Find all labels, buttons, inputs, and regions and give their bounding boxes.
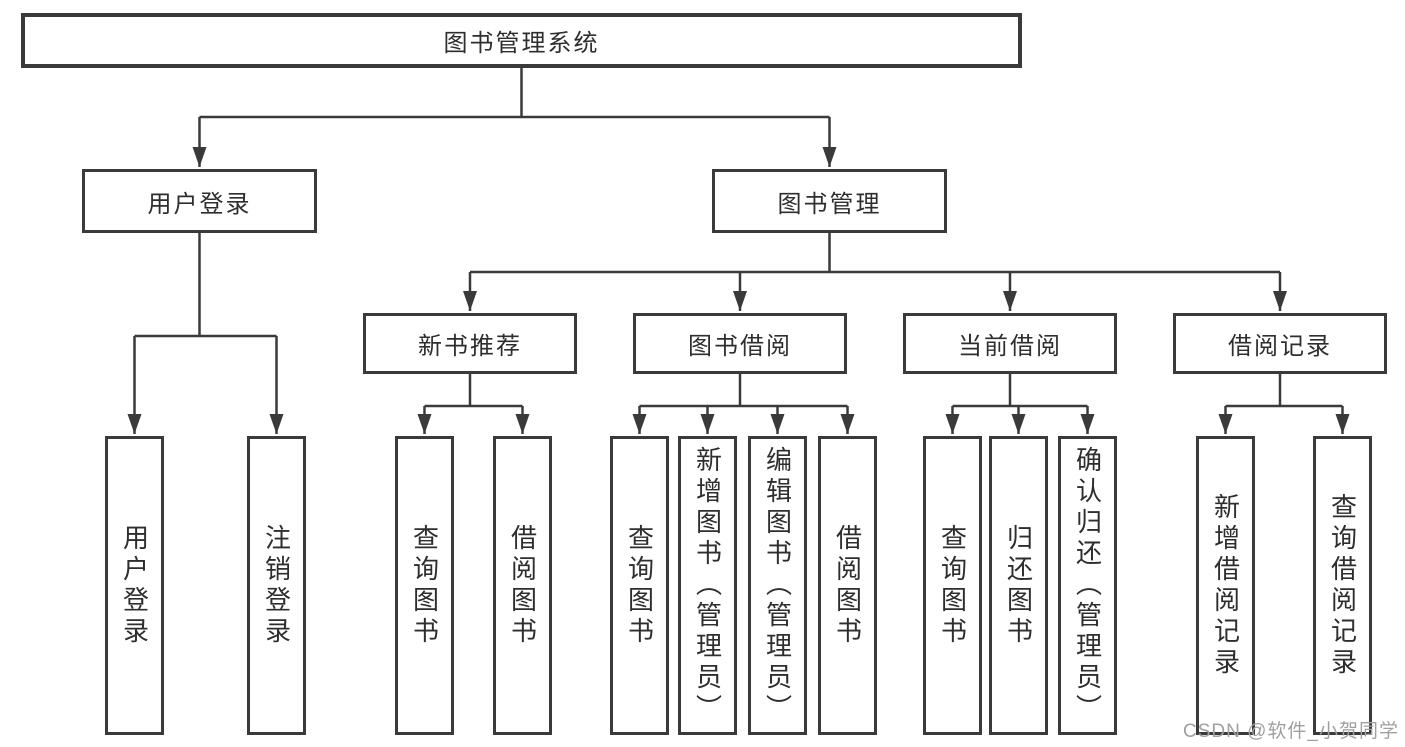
node-new-book-recommendation-label: 新书推荐	[418, 333, 522, 360]
node-book-management: 图书管理	[712, 169, 947, 233]
node-user-login-label: 用户登录	[147, 190, 252, 218]
csdn-watermark: CSDN @软件_小贺同学	[1183, 721, 1399, 742]
node-book-borrowing: 图书借阅	[633, 313, 847, 374]
leaf-add-borrow-record-label: 新增借阅记录	[1210, 492, 1241, 679]
leaf-logout: 注销登录	[247, 436, 306, 735]
leaf-user-login-label: 用户登录	[119, 523, 150, 648]
node-library-system-label: 图书管理系统	[443, 30, 600, 57]
leaf-edit-books-admin-label: 编辑图书（管理员）	[762, 446, 793, 725]
node-book-borrowing-label: 图书借阅	[688, 333, 792, 360]
leaf-query-books-borrowing: 查询图书	[610, 436, 669, 735]
node-library-system: 图书管理系统	[21, 13, 1022, 68]
leaf-borrow-books-recommend-label: 借阅图书	[507, 523, 538, 648]
leaf-return-books: 归还图书	[989, 436, 1048, 735]
node-current-borrowing-label: 当前借阅	[958, 333, 1062, 360]
node-new-book-recommendation: 新书推荐	[363, 313, 577, 374]
leaf-query-books-recommend: 查询图书	[395, 436, 454, 735]
leaf-user-login: 用户登录	[105, 436, 164, 735]
leaf-borrow-books-recommend: 借阅图书	[493, 436, 552, 735]
leaf-logout-label: 注销登录	[261, 523, 292, 648]
leaf-query-books-borrowing-label: 查询图书	[624, 523, 655, 648]
leaf-borrow-books-borrowing-label: 借阅图书	[832, 523, 863, 648]
leaf-query-books-recommend-label: 查询图书	[409, 523, 440, 648]
leaf-confirm-return-admin-label: 确认归还（管理员）	[1072, 446, 1103, 725]
leaf-add-books-admin-label: 新增图书（管理员）	[692, 446, 723, 725]
node-borrowing-records: 借阅记录	[1173, 313, 1387, 374]
leaf-borrow-books-borrowing: 借阅图书	[818, 436, 877, 735]
node-user-login: 用户登录	[82, 169, 317, 233]
leaf-add-borrow-record: 新增借阅记录	[1196, 436, 1255, 735]
leaf-query-books-current-label: 查询图书	[937, 523, 968, 648]
node-current-borrowing: 当前借阅	[903, 313, 1117, 374]
leaf-add-books-admin: 新增图书（管理员）	[678, 436, 737, 735]
leaf-edit-books-admin: 编辑图书（管理员）	[748, 436, 807, 735]
leaf-query-borrow-record: 查询借阅记录	[1313, 436, 1372, 735]
leaf-confirm-return-admin: 确认归还（管理员）	[1058, 436, 1117, 735]
leaf-query-borrow-record-label: 查询借阅记录	[1327, 492, 1358, 679]
node-borrowing-records-label: 借阅记录	[1228, 333, 1332, 360]
node-book-management-label: 图书管理	[777, 190, 882, 218]
leaf-return-books-label: 归还图书	[1003, 523, 1034, 648]
leaf-query-books-current: 查询图书	[923, 436, 982, 735]
